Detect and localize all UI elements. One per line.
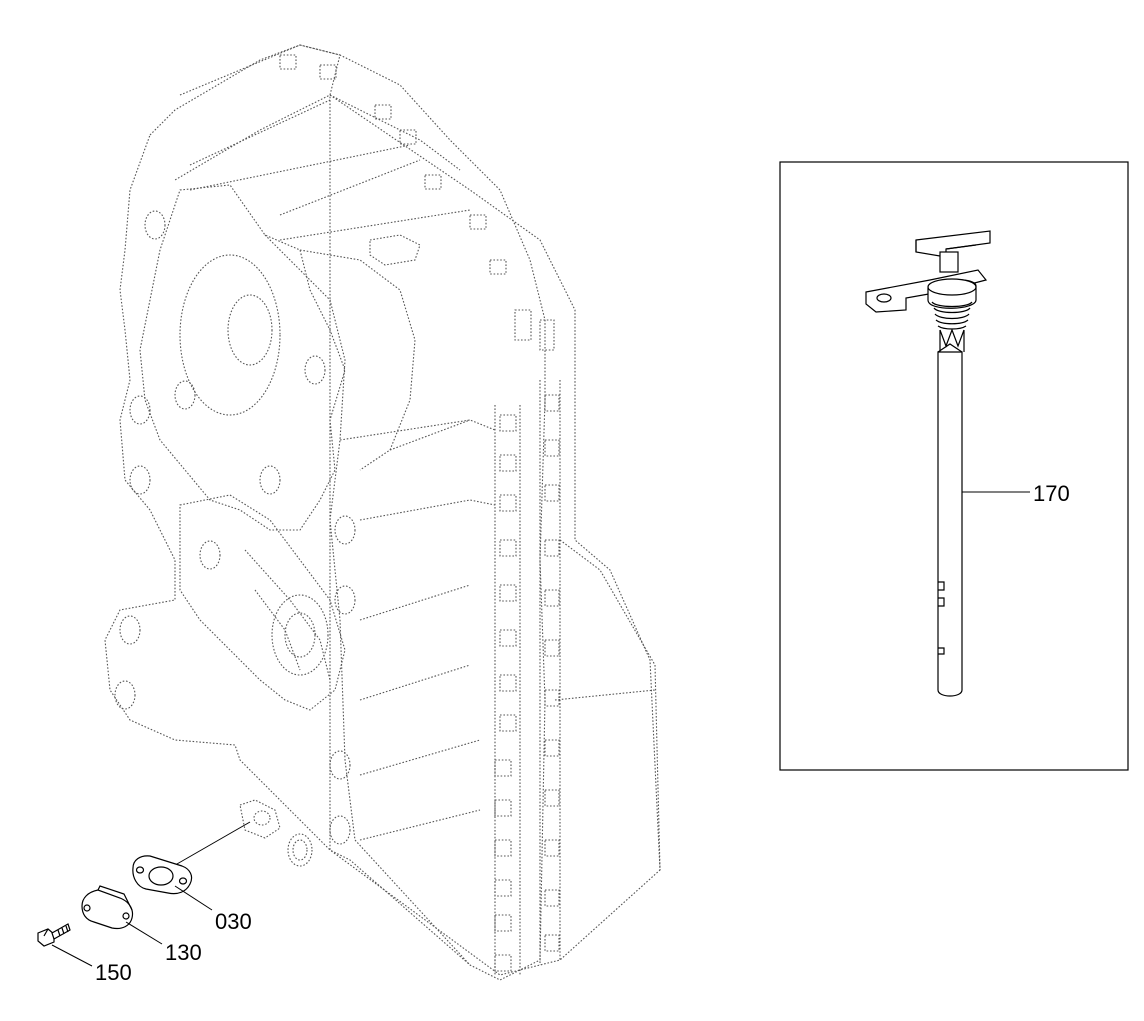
gasket-030 (132, 855, 193, 895)
cover-plate-130 (81, 885, 134, 930)
bolt-150 (37, 923, 71, 947)
callout-170: 170 (1033, 481, 1070, 506)
leader-130 (125, 921, 163, 945)
leader-150 (51, 944, 93, 967)
dipstick-170 (865, 230, 991, 697)
callout-030: 030 (215, 909, 252, 934)
leader-030 (174, 885, 213, 911)
detail-frame (779, 161, 1129, 771)
transmission-housing (104, 44, 661, 981)
assembly-line (169, 821, 251, 869)
callout-130: 130 (165, 940, 202, 965)
callout-150: 150 (95, 960, 132, 985)
